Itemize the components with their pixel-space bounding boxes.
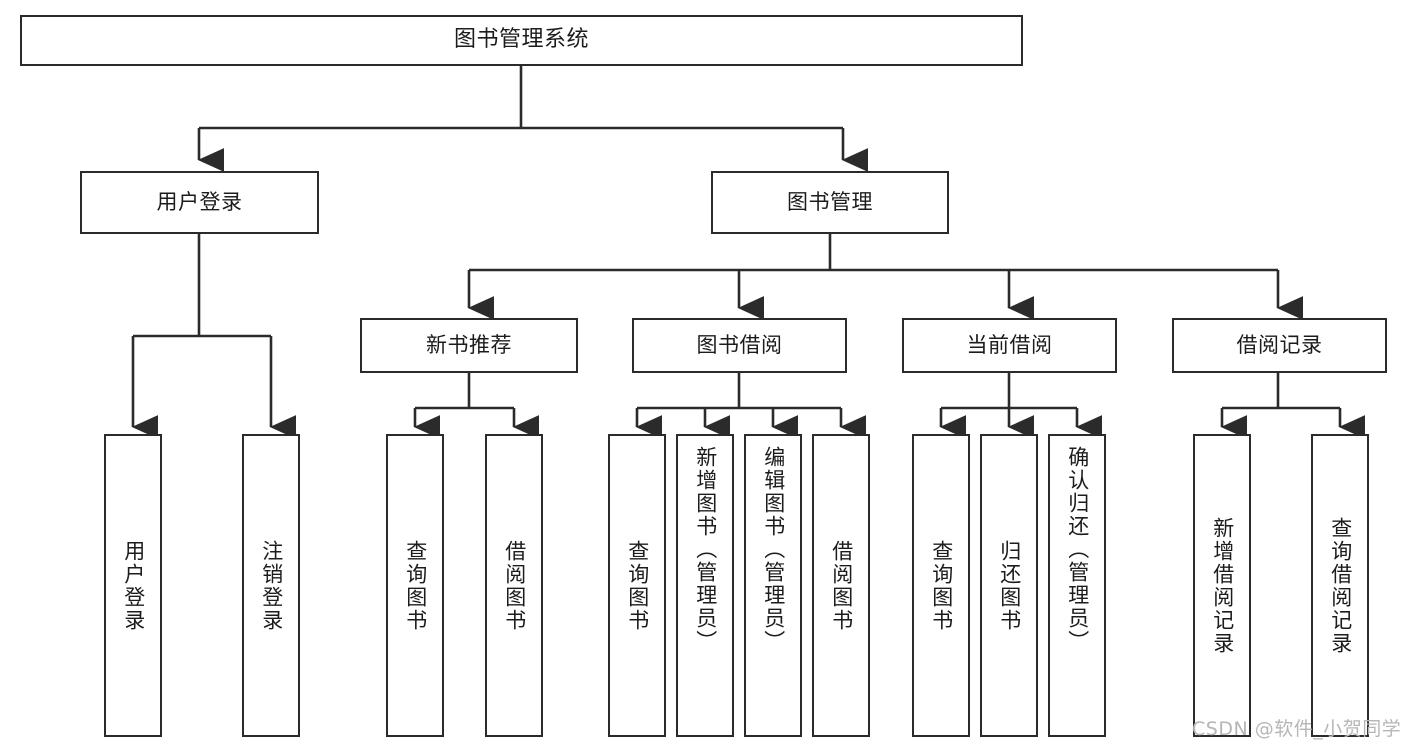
node-current-borrow[interactable]: 当前借阅: [902, 318, 1117, 373]
node-label: 查询图书: [403, 539, 428, 632]
node-root-book-management-system[interactable]: 图书管理系统: [20, 15, 1023, 66]
node-label: 用户登录: [121, 539, 146, 632]
node-new-book-recommend[interactable]: 新书推荐: [360, 318, 578, 373]
node-label: 借阅记录: [1236, 332, 1323, 357]
node-label: 归还图书: [997, 539, 1022, 632]
leaf-current-borrow-return-book[interactable]: 归还图书: [980, 434, 1038, 737]
node-label: 借阅图书: [502, 539, 527, 632]
node-book-management[interactable]: 图书管理: [711, 171, 949, 234]
leaf-current-borrow-confirm-return-admin[interactable]: 确认归还（管理员）: [1048, 434, 1106, 737]
leaf-current-borrow-query-book[interactable]: 查询图书: [912, 434, 970, 737]
node-label: 用户登录: [156, 189, 243, 214]
node-label: 查询图书: [929, 539, 954, 632]
node-label: 注销登录: [259, 539, 284, 632]
leaf-new-book-borrow-book[interactable]: 借阅图书: [485, 434, 543, 737]
node-borrow-record[interactable]: 借阅记录: [1172, 318, 1387, 373]
leaf-user-login-login[interactable]: 用户登录: [104, 434, 162, 737]
node-label: 借阅图书: [829, 539, 854, 632]
node-label: 图书管理: [787, 189, 873, 214]
node-book-borrow[interactable]: 图书借阅: [632, 318, 847, 373]
node-user-login[interactable]: 用户登录: [80, 171, 319, 234]
node-label: 查询图书: [625, 539, 650, 632]
leaf-new-book-query-book[interactable]: 查询图书: [386, 434, 444, 737]
node-label: 新增借阅记录: [1210, 516, 1235, 655]
leaf-user-login-logout[interactable]: 注销登录: [242, 434, 300, 737]
node-label: 查询借阅记录: [1328, 516, 1353, 655]
node-label: 确认归还（管理员）: [1065, 446, 1090, 653]
node-label: 新增图书（管理员）: [693, 446, 718, 653]
leaf-book-borrow-add-book-admin[interactable]: 新增图书（管理员）: [676, 434, 734, 737]
leaf-borrow-record-add-record[interactable]: 新增借阅记录: [1193, 434, 1251, 737]
leaf-book-borrow-query-book[interactable]: 查询图书: [608, 434, 666, 737]
node-label: 编辑图书（管理员）: [761, 446, 786, 653]
leaf-book-borrow-borrow-book[interactable]: 借阅图书: [812, 434, 870, 737]
node-label: 图书借阅: [696, 332, 783, 357]
leaf-borrow-record-query-record[interactable]: 查询借阅记录: [1311, 434, 1369, 737]
node-label: 图书管理系统: [453, 27, 589, 53]
node-label: 新书推荐: [426, 332, 512, 357]
leaf-book-borrow-edit-book-admin[interactable]: 编辑图书（管理员）: [744, 434, 802, 737]
node-label: 当前借阅: [966, 332, 1053, 357]
csdn-watermark: CSDN @软件_小贺同学: [1192, 718, 1402, 740]
